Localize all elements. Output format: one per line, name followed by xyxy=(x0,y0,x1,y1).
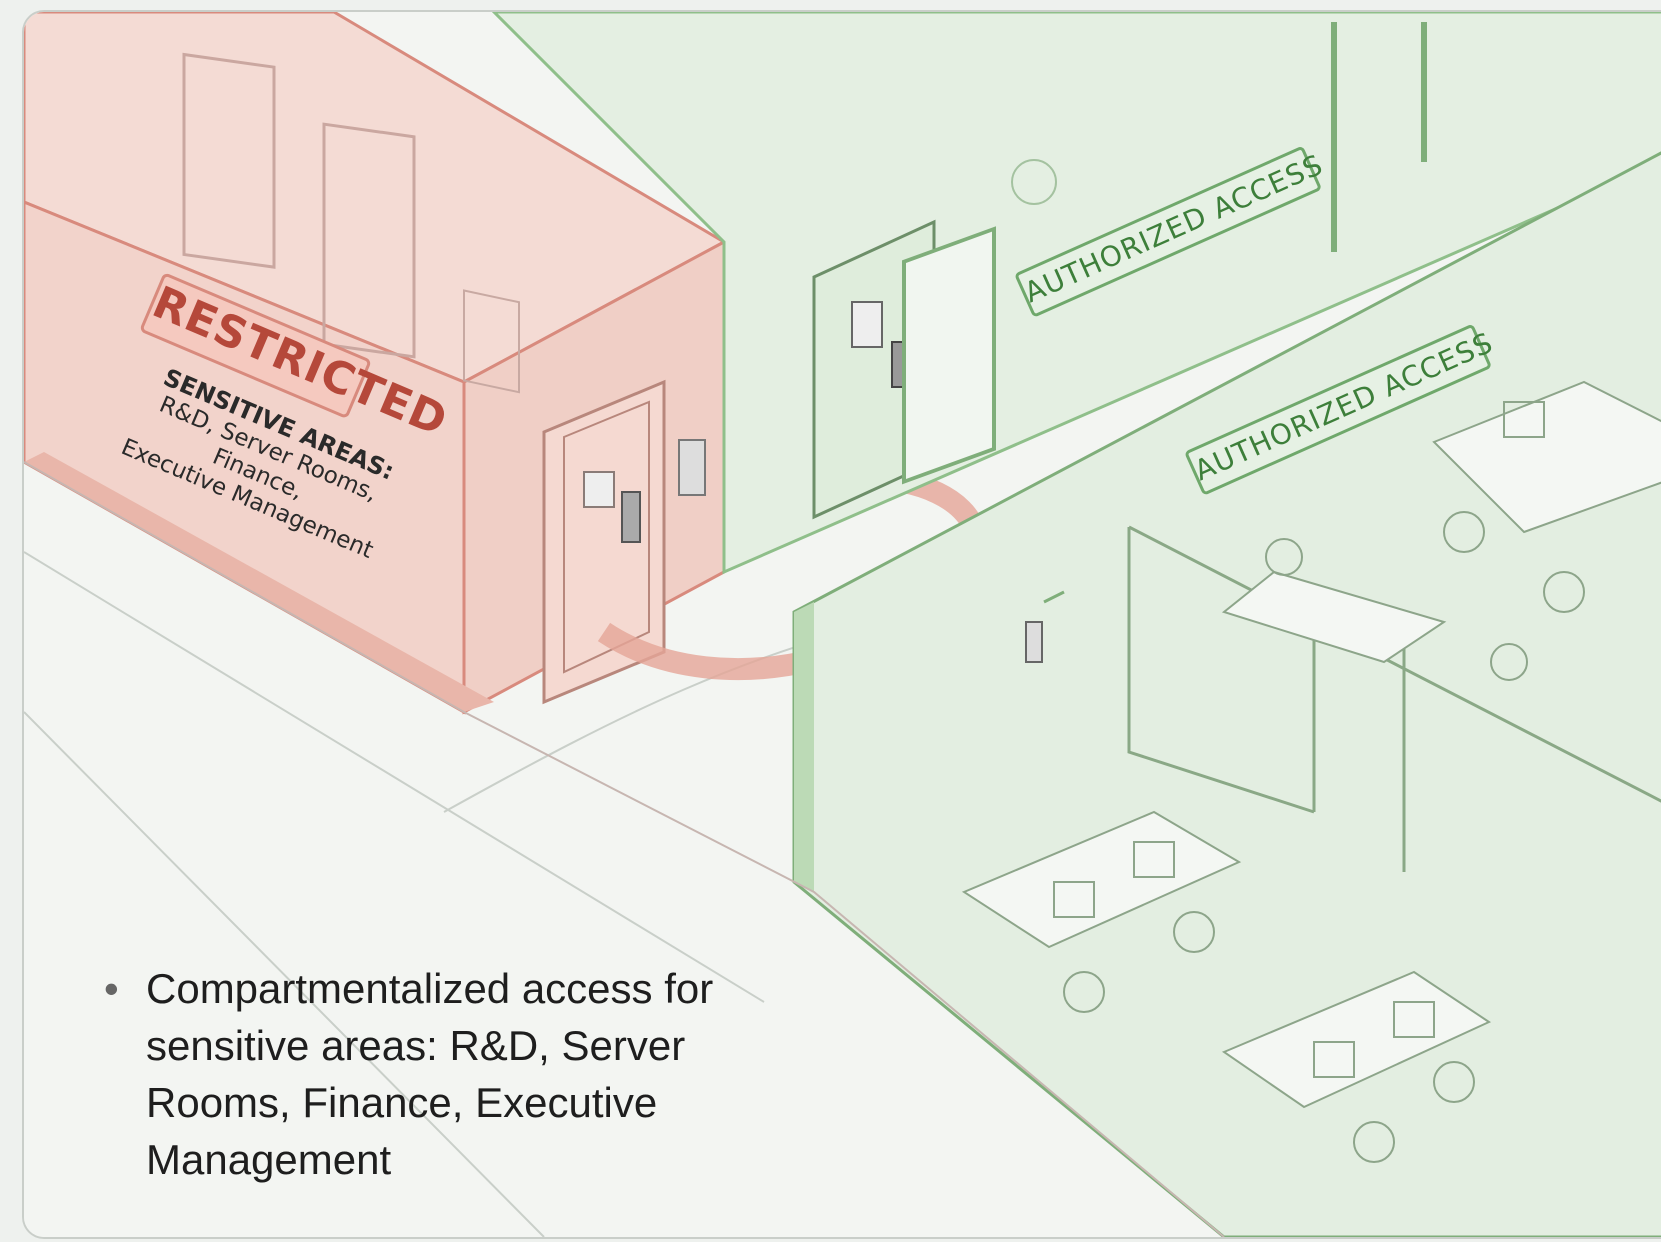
caption-text: Compartmentalized access for sensitive a… xyxy=(146,965,714,1183)
diagram-frame: RESTRICTED SENSITIVE AREAS: R&D, Server … xyxy=(22,10,1661,1239)
office-floorplan-illustration xyxy=(24,12,1661,1237)
authorized-zone-lower xyxy=(792,151,1661,1237)
bullet-marker: • xyxy=(104,965,119,1012)
